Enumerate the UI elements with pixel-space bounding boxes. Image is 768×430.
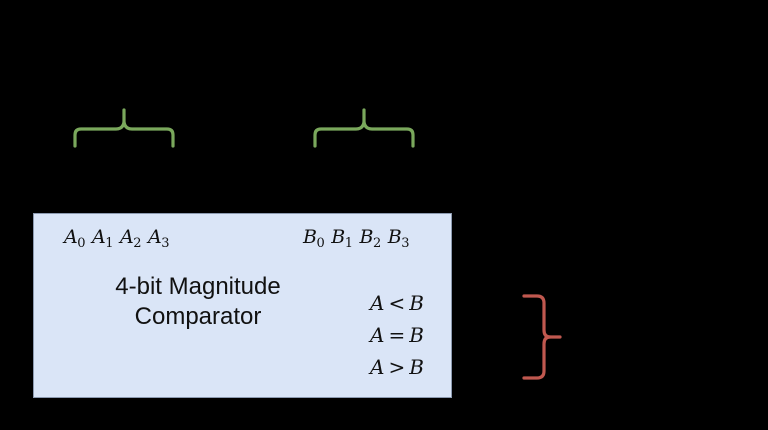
comparator-block [33,213,452,398]
bit-b1: B1 [331,226,359,251]
bit-subscript: 3 [161,236,171,251]
bit-subscript: 2 [372,236,382,251]
input-bus-b-brace [312,108,416,148]
bit-a2: A2 [120,226,148,251]
block-title: 4-bit Magnitude Comparator [33,272,363,332]
output-bus-brace-path [522,294,562,380]
bit-subscript: 0 [316,236,326,251]
output-2-right: B [409,355,424,379]
bit-subscript: 1 [105,236,115,251]
output-0-left: A [370,291,385,315]
bit-b2: B2 [360,226,388,251]
bit-a0: A0 [64,226,92,251]
output-1-left: A [370,323,385,347]
bit-subscript: 0 [77,236,87,251]
output-labels: A<B A=B A>B [370,287,452,383]
output-1-right: B [409,323,424,347]
block-title-line-2: Comparator [134,303,262,330]
bit-b3: B3 [388,226,416,251]
block-title-line-1: 4-bit Magnitude [115,273,281,300]
output-0-operator: < [388,291,406,315]
output-label-less-than: A<B [370,287,452,319]
bit-subscript: 3 [401,236,410,251]
input-bus-a-brace [72,108,176,148]
output-0-right: B [409,291,424,315]
bit-subscript: 2 [133,236,143,251]
bit-a3: A3 [148,226,176,251]
output-2-operator: > [388,355,406,379]
output-1-operator: = [388,323,406,347]
bit-b0: B0 [303,226,331,251]
input-bus-a-brace-path [73,108,175,148]
output-bus-brace [520,292,564,384]
input-bus-b-brace-path [313,108,415,148]
output-label-equal: A=B [370,319,452,351]
output-label-greater-than: A>B [370,351,452,383]
bit-subscript: 1 [344,236,354,251]
output-2-left: A [370,355,385,379]
bit-a1: A1 [92,226,120,251]
